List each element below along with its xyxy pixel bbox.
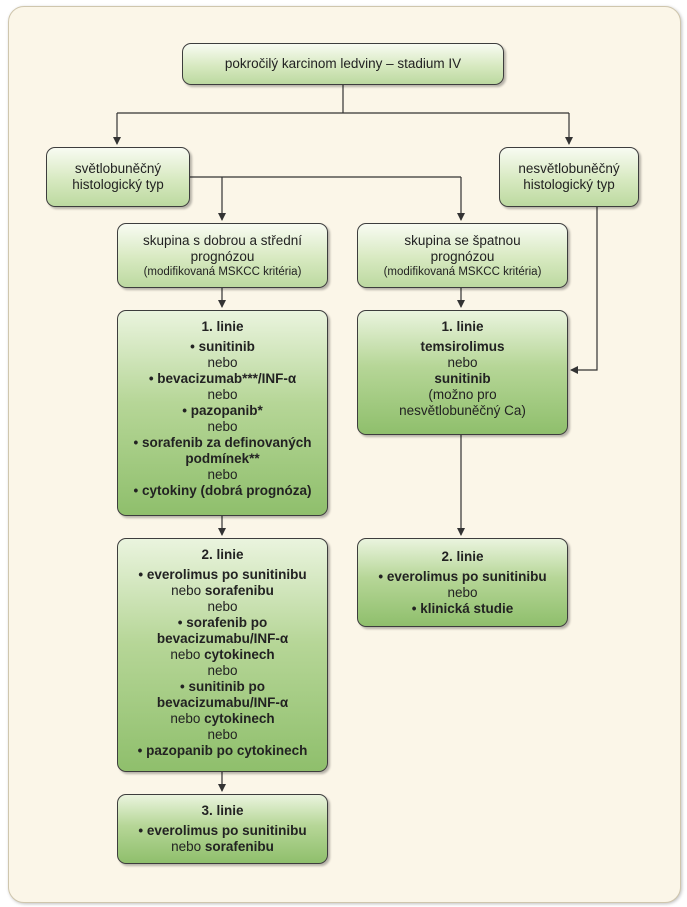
poor-line1-or: nebo <box>447 355 478 370</box>
poor-line2-or: nebo <box>447 584 478 600</box>
good-line3-title: 3. linie <box>201 803 244 818</box>
box-poor-line-2: 2. linie • everolimus po sunitinibu nebo… <box>357 538 568 627</box>
good-group-line-1: skupina s dobrou a střední <box>142 232 303 248</box>
poor-line2-title: 2. linie <box>441 548 484 564</box>
box-poor-line-1: 1. linie temsirolimus nebo sunitinib (mo… <box>357 310 568 435</box>
non-clear-cell-line-1: nesvětlobuněčný <box>518 161 620 176</box>
poor-group-note: (modifikovaná MSKCC kritéria) <box>383 265 542 278</box>
good-line1-or-2: nebo <box>207 387 238 402</box>
poor-line2-item-everolimus: • everolimus po sunitinibu <box>378 568 547 584</box>
good-line2-item-sorafenib: • sorafenib po <box>177 615 268 630</box>
good-line2-or-c: nebo <box>170 711 205 726</box>
poor-line1-note-1: (možno pro <box>428 387 497 402</box>
good-line2-or-b: nebo <box>170 647 205 662</box>
good-line2-item-cytokines-1: cytokinech <box>204 647 275 662</box>
good-line1-item-pazopanib: • pazopanib* <box>182 403 263 418</box>
good-line1-item-sorafenib: • sorafenib za definovaných <box>133 435 312 450</box>
top-label: pokročilý karcinom ledviny – stadium IV <box>224 56 462 71</box>
good-line2-item-everolimus: • everolimus po sunitinibu <box>138 567 307 582</box>
good-line2-or-1: nebo <box>207 599 238 614</box>
good-line1-title: 1. linie <box>201 319 244 334</box>
good-line2-item-sorafenib-cont: bevacizumabu/INF-α <box>156 631 289 646</box>
clear-cell-line-2: histologický typ <box>72 177 164 192</box>
box-good-prognosis-group: skupina s dobrou a střední prognózou (mo… <box>117 223 328 288</box>
box-clear-cell: světlobuněčný histologický typ <box>46 147 190 207</box>
good-line3-or: nebo <box>171 839 205 854</box>
box-good-line-2: 2. linie • everolimus po sunitinibu nebo… <box>117 538 328 772</box>
poor-line1-title: 1. linie <box>441 319 484 334</box>
good-line2-item-sunitinib-cont: bevacizumabu/INF-α <box>156 695 289 710</box>
non-clear-cell-line-2: histologický typ <box>523 177 615 192</box>
good-line1-item-sorafenib-cont: podmínek** <box>185 451 260 466</box>
good-line1-item-bevacizumab: • bevacizumab***/INF-α <box>148 371 297 386</box>
good-line2-or-2: nebo <box>207 663 238 678</box>
clear-cell-line-1: světlobuněčný <box>74 161 162 176</box>
box-good-line-3: 3. linie • everolimus po sunitinibu nebo… <box>117 794 328 864</box>
poor-group-line-2: prognózou <box>430 248 495 264</box>
good-line1-or-3: nebo <box>207 419 238 434</box>
good-line1-or-4: nebo <box>207 467 238 482</box>
arrow-non-clear-to-poor-line1 <box>570 207 598 374</box>
good-line2-or-3: nebo <box>207 727 238 742</box>
poor-group-line-1: skupina se špatnou <box>404 232 521 248</box>
poor-line2-item-clinical-trial: • klinická studie <box>411 600 514 616</box>
good-line2-item-sorafenib-alt: sorafenibu <box>204 583 274 598</box>
box-good-line-1: 1. linie • sunitinib nebo • bevacizumab*… <box>117 310 328 516</box>
good-line2-item-pazopanib: • pazopanib po cytokinech <box>137 743 308 758</box>
good-line1-item-sunitinib: • sunitinib <box>190 339 255 354</box>
box-non-clear-cell: nesvětlobuněčný histologický typ <box>499 147 639 207</box>
box-poor-prognosis-group: skupina se špatnou prognózou (modifikova… <box>357 223 568 288</box>
connector-top-split <box>117 85 569 114</box>
good-group-note: (modifikovaná MSKCC kritéria) <box>143 265 302 278</box>
box-advanced-carcinoma: pokročilý karcinom ledviny – stadium IV <box>182 43 504 85</box>
good-line2-title: 2. linie <box>201 547 244 562</box>
poor-line1-note-2: nesvětlobuněčný Ca) <box>399 403 526 418</box>
good-group-line-2: prognózou <box>190 248 255 264</box>
good-line2-item-sunitinib: • sunitinib po <box>180 679 265 694</box>
good-line1-or-1: nebo <box>207 355 238 370</box>
poor-line1-item-sunitinib: sunitinib <box>434 371 491 386</box>
good-line1-item-cytokines: • cytokiny (dobrá prognóza) <box>133 483 312 498</box>
good-line3-item-sorafenib: sorafenibu <box>204 839 274 854</box>
good-line2-or-a: nebo <box>171 583 205 598</box>
poor-line1-item-temsirolimus: temsirolimus <box>420 339 505 354</box>
good-line2-item-cytokines-2: cytokinech <box>204 711 275 726</box>
good-line3-item-everolimus: • everolimus po sunitinibu <box>138 823 307 838</box>
